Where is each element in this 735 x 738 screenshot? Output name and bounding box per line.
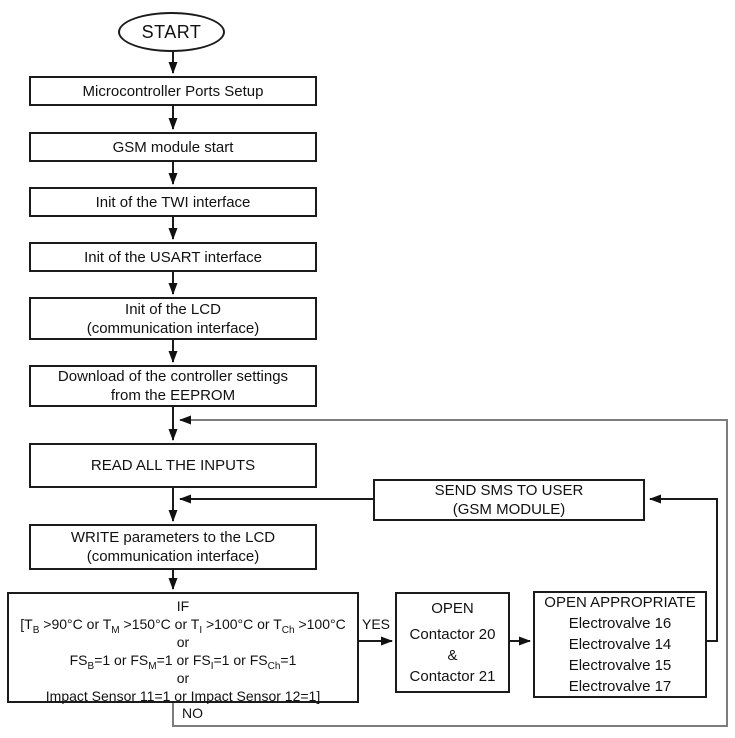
- process-box-twi-init: Init of the TWI interface: [29, 187, 317, 217]
- process-box-usart-init: Init of the USART interface: [29, 242, 317, 272]
- connector-electrovalve-to-sms: [649, 494, 718, 642]
- start-terminator: START: [118, 12, 225, 52]
- electrovalve-lines: Electrovalve 16 Electrovalve 14 Electrov…: [568, 615, 672, 695]
- process-box-write-lcd: WRITE parameters to the LCD (communicati…: [29, 524, 317, 570]
- process-box-read-inputs: READ ALL THE INPUTS: [29, 443, 317, 488]
- if-decision-box: IF [TB >90°C or TM >150°C or TI >100°C o…: [7, 592, 359, 704]
- if-title: IF: [176, 598, 190, 614]
- open-contactor-lines: Contactor 20 & Contactor 21: [409, 626, 496, 685]
- if-conditions: [TB >90°C or TM >150°C or TI >100°C or T…: [20, 616, 346, 704]
- yes-branch-label: YES: [361, 616, 392, 632]
- process-box-open-contactor: OPEN Contactor 20 & Contactor 21: [395, 592, 510, 693]
- process-box-eeprom-download: Download of the controller settings from…: [29, 365, 317, 407]
- process-box-ports-setup: Microcontroller Ports Setup: [29, 76, 317, 106]
- process-box-gsm-start: GSM module start: [29, 132, 317, 162]
- no-branch-label: NO: [181, 705, 204, 721]
- process-box-lcd-init: Init of the LCD (communication interface…: [29, 297, 317, 340]
- no-loop-connector: [172, 415, 728, 727]
- open-contactor-title: OPEN: [431, 600, 474, 617]
- electrovalve-title: OPEN APPROPRIATE: [544, 594, 696, 611]
- process-box-electrovalves: OPEN APPROPRIATE Electrovalve 16 Electro…: [533, 591, 707, 698]
- start-label: START: [141, 21, 202, 42]
- process-box-send-sms: SEND SMS TO USER (GSM MODULE): [373, 479, 645, 521]
